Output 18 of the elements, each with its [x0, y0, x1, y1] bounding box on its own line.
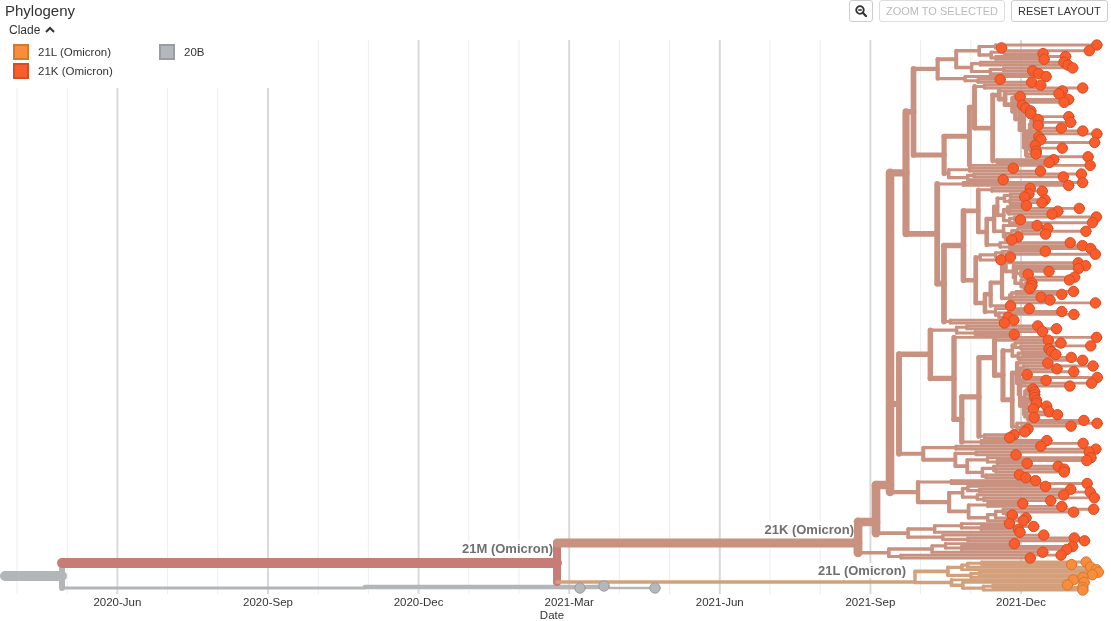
legend-title: Clade: [9, 23, 41, 37]
axis-tick-label: 2021-Sep: [845, 596, 896, 608]
clade-label: 21M (Omicron): [462, 541, 553, 556]
zoom-to-selected-button: ZOOM TO SELECTED: [879, 0, 1006, 22]
reset-layout-button: RESET LAYOUT: [1011, 0, 1108, 22]
legend-label: 20B: [184, 46, 205, 59]
axis-tick-label: 2021-Dec: [996, 596, 1046, 608]
axis-tick-label: 2020-Sep: [243, 596, 293, 608]
axis-tick-label: 2020-Jun: [93, 596, 142, 608]
axis-title: Date: [539, 609, 565, 621]
legend-label: 21L (Omicron): [38, 46, 112, 59]
axis-tick-label: 2021-Jun: [695, 596, 744, 608]
legend-label: 21K (Omicron): [38, 65, 113, 78]
panel-title: Phylogeny: [5, 2, 76, 20]
axis-tick-label: 2021-Mar: [544, 596, 594, 608]
clade-label: 21L (Omicron): [818, 563, 906, 578]
axis-tick-label: 2020-Dec: [393, 596, 444, 608]
clade-label: 21K (Omicron): [764, 522, 854, 537]
